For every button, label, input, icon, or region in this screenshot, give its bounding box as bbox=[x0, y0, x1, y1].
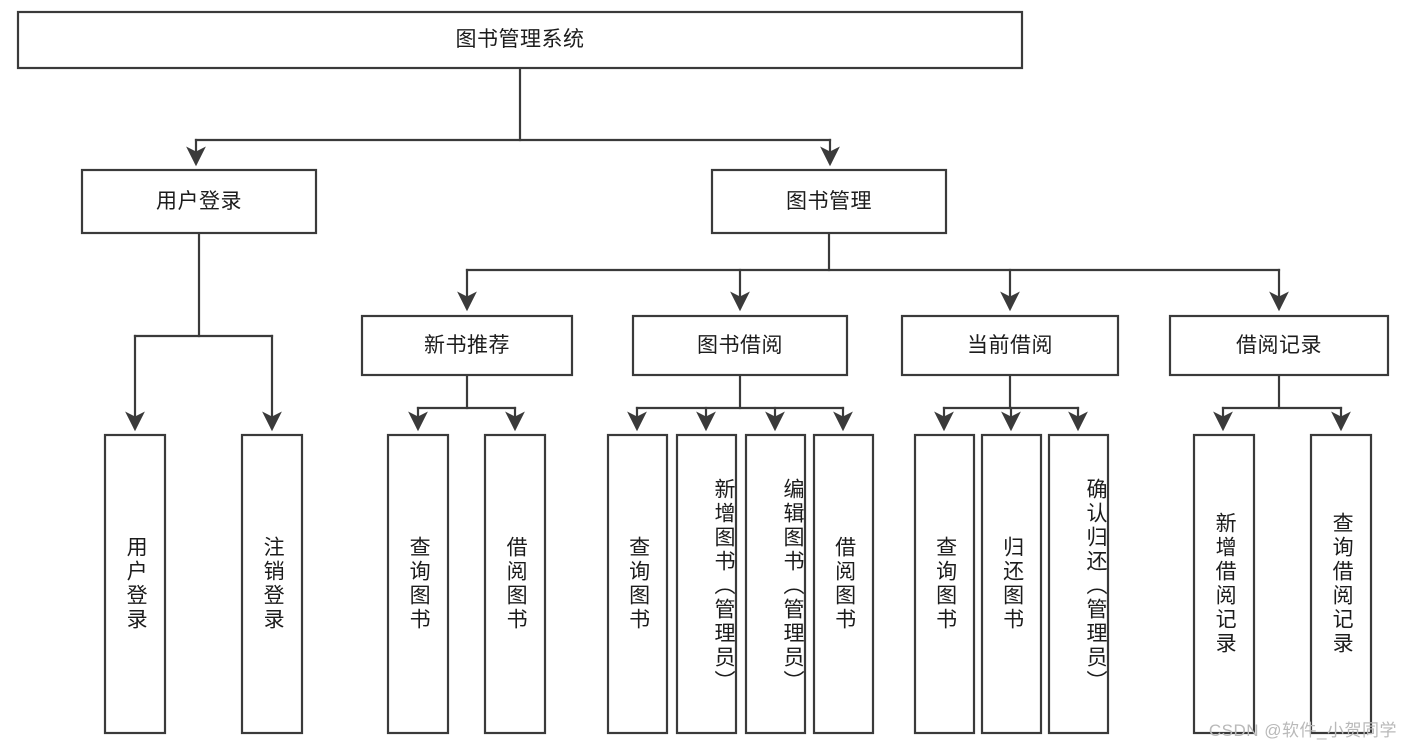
node-box-borrow-record[interactable] bbox=[1168, 314, 1390, 377]
edge-group-borrow-record bbox=[1213, 373, 1351, 432]
edge-group-root bbox=[186, 66, 840, 167]
node-box-leaf-user-login-1[interactable] bbox=[240, 433, 304, 735]
node-box-leaf-book-borrow-1[interactable] bbox=[675, 433, 738, 735]
node-box-leaf-new-book-1[interactable] bbox=[483, 433, 547, 735]
edge-group-book-borrow bbox=[627, 373, 853, 432]
edge-group-current-borrow bbox=[934, 373, 1088, 432]
node-box-leaf-book-borrow-3[interactable] bbox=[812, 433, 875, 735]
node-box-leaf-current-borrow-0[interactable] bbox=[913, 433, 976, 735]
node-box-user-login[interactable] bbox=[80, 168, 318, 235]
edge-group-user-login bbox=[125, 231, 282, 432]
edge-group-book-manage bbox=[457, 231, 1289, 312]
watermark-text: CSDN @软件_小贺同学 bbox=[1208, 721, 1397, 740]
node-box-current-borrow[interactable] bbox=[900, 314, 1120, 377]
node-box-leaf-book-borrow-2[interactable] bbox=[744, 433, 807, 735]
edge-group-new-book bbox=[408, 373, 525, 432]
node-box-leaf-new-book-0[interactable] bbox=[386, 433, 450, 735]
node-box-leaf-current-borrow-1[interactable] bbox=[980, 433, 1043, 735]
node-box-root[interactable] bbox=[16, 10, 1024, 70]
node-box-book-borrow[interactable] bbox=[631, 314, 849, 377]
node-box-leaf-book-borrow-0[interactable] bbox=[606, 433, 669, 735]
node-box-leaf-borrow-record-0[interactable] bbox=[1192, 433, 1256, 735]
node-box-leaf-current-borrow-2[interactable] bbox=[1047, 433, 1110, 735]
node-box-leaf-borrow-record-1[interactable] bbox=[1309, 433, 1373, 735]
node-box-book-manage[interactable] bbox=[710, 168, 948, 235]
node-box-leaf-user-login-0[interactable] bbox=[103, 433, 167, 735]
node-box-new-book-recommend[interactable] bbox=[360, 314, 574, 377]
